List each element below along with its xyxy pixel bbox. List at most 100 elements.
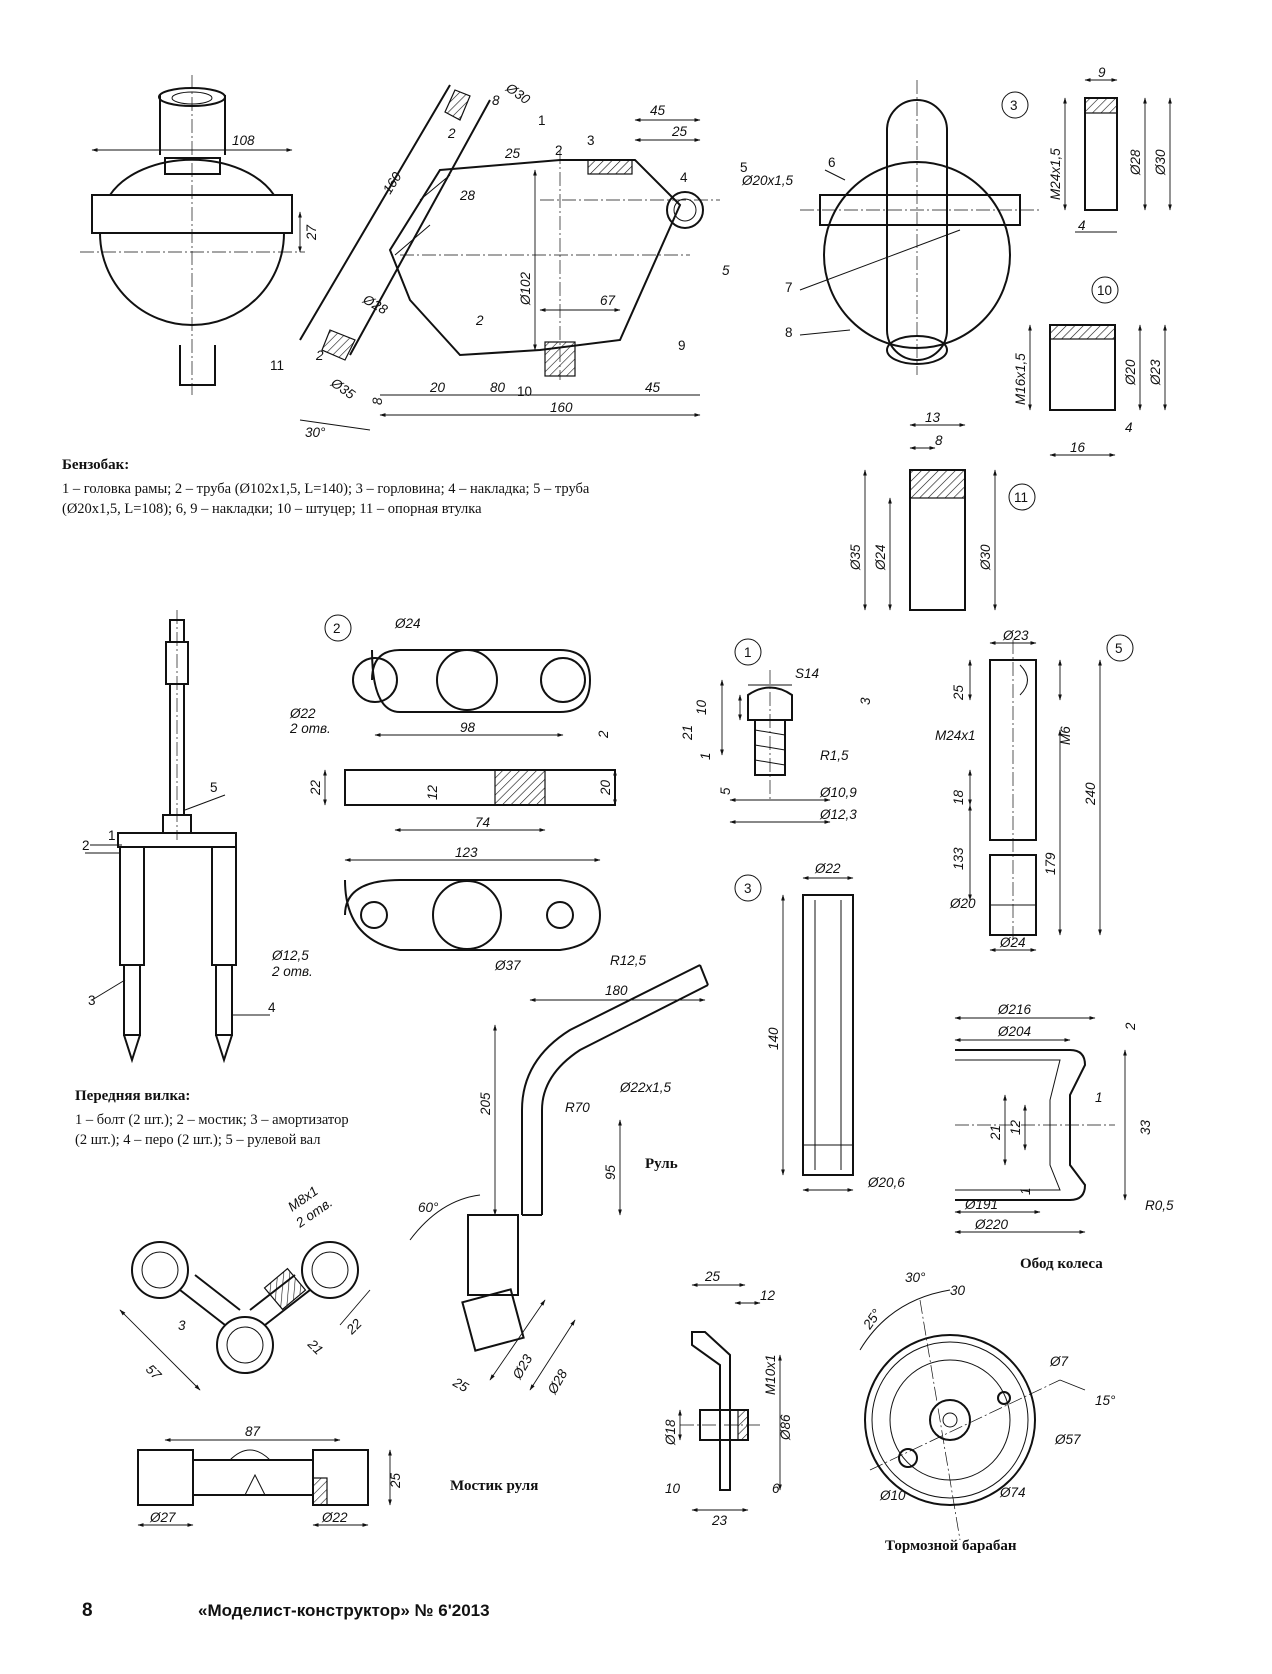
drum-dim-d18: Ø18 — [663, 1419, 678, 1446]
side-dim-25: 25 — [504, 146, 521, 161]
side-dim-8b: 8 — [370, 397, 385, 405]
bar-dim-d22x1-5: Ø22x1,5 — [619, 1080, 672, 1095]
b2-dim-d12-5: Ø12,5 — [271, 948, 309, 963]
detail-3-label: 3 — [1010, 98, 1018, 113]
bolt-dim-d10-9: Ø10,9 — [819, 785, 857, 800]
side-dim-d35: Ø35 — [327, 375, 358, 403]
bar-dim-205: 205 — [478, 1092, 493, 1116]
hb-dim-87: 87 — [245, 1424, 261, 1439]
d11-dim-d24: Ø24 — [873, 544, 888, 571]
shock-dim-d20-6: Ø20,6 — [867, 1175, 905, 1190]
brake-drum: 25 12 M10x1 Ø18 Ø86 10 6 23 30° 30 25° Ø… — [663, 1269, 1116, 1554]
side-dim-2a: 2 — [447, 126, 456, 141]
side-dim-2b: 2 — [475, 313, 484, 328]
fuel-tank-caption-line1: 1 – головка рамы; 2 – труба (Ø102х1,5, L… — [62, 481, 590, 497]
side-dim-d28: Ø28 — [360, 291, 391, 317]
d11-dim-d35: Ø35 — [848, 544, 863, 571]
b2-dim-12: 12 — [425, 784, 440, 800]
b2-dim-d22: Ø22 — [289, 706, 316, 721]
rim-dim-33: 33 — [1138, 1119, 1153, 1135]
drum-dim-15deg: 15° — [1095, 1393, 1116, 1408]
hb-dim-25b: 25 — [388, 1472, 403, 1489]
d11-dim-d30: Ø30 — [978, 544, 993, 571]
side-ref-10: 10 — [517, 384, 532, 399]
rim-dim-1b: 1 — [1018, 1187, 1033, 1195]
side-dim-30deg: 30° — [305, 425, 326, 440]
shaft-dim-133: 133 — [951, 847, 966, 870]
drum-dim-d7: Ø7 — [1049, 1354, 1069, 1369]
detail-10-label: 10 — [1097, 283, 1112, 298]
tank-width-dim: 108 — [232, 133, 255, 148]
shaft5-label: 5 — [1115, 641, 1123, 656]
shock-absorber-part-3: 3 Ø22 140 Ø20,6 — [734, 861, 905, 1192]
shaft-dim-179: 179 — [1043, 852, 1058, 875]
b2-dim-74: 74 — [475, 815, 490, 830]
side-dim-2c: 2 — [315, 348, 324, 363]
b2-dim-98: 98 — [460, 720, 476, 735]
fork-ref-1: 1 — [108, 828, 116, 843]
bolt-dim-3: 3 — [858, 697, 873, 705]
rim-dim-d220: Ø220 — [974, 1217, 1009, 1232]
tank-detail-3: 3 9 M24x1,5 Ø28 Ø30 4 — [1001, 65, 1172, 233]
hb-dim-25: 25 — [450, 1374, 472, 1395]
b2-dim-d37: Ø37 — [494, 958, 521, 973]
drum-dim-d86: Ø86 — [778, 1414, 793, 1441]
shaft-dim-18: 18 — [951, 789, 966, 805]
b2-dim-22: 22 — [308, 779, 323, 796]
bar-dim-180: 180 — [605, 983, 628, 998]
drum-dim-m10x1: M10x1 — [763, 1354, 778, 1395]
drum-dim-25deg: 25° — [860, 1306, 885, 1333]
hb-dim-57: 57 — [143, 1362, 165, 1384]
top-ref-6: 6 — [828, 155, 836, 170]
d3-dim-m24: M24x1,5 — [1048, 148, 1063, 200]
shaft-dim-m6: M6 — [1058, 726, 1073, 745]
side-dim-20: 20 — [429, 380, 446, 395]
side-dim-d30: Ø30 — [502, 80, 533, 108]
shaft-dim-d23: Ø23 — [1002, 628, 1029, 643]
b2-dim-2-holes: 2 отв. — [289, 721, 331, 736]
side-ref-1: 1 — [538, 113, 546, 128]
side-ref-3: 3 — [587, 133, 595, 148]
drum-dim-25: 25 — [704, 1269, 721, 1284]
fork-ref-4: 4 — [268, 1000, 276, 1015]
front-fork-caption-line1: 1 – болт (2 шт.); 2 – мостик; 3 – аморти… — [75, 1112, 349, 1128]
drum-dim-6: 6 — [772, 1481, 780, 1496]
drum-dim-30deg: 30° — [905, 1270, 926, 1285]
rim-dim-d216: Ø216 — [997, 1002, 1032, 1017]
drum-dim-d10: Ø10 — [879, 1488, 906, 1503]
hb-dim-d22: Ø22 — [321, 1510, 348, 1525]
bridge2-label: 2 — [333, 621, 341, 636]
shaft-dim-25: 25 — [951, 684, 966, 701]
side-dim-d20: Ø20x1,5 — [741, 173, 794, 188]
d3-dim-4: 4 — [1078, 218, 1086, 233]
handlebar-bridge-title: Мостик руля — [450, 1478, 538, 1494]
fuel-tank-front-view: 108 27 — [80, 75, 319, 395]
top-ref-7: 7 — [785, 280, 793, 295]
rim-dim-d204: Ø204 — [997, 1024, 1031, 1039]
d10-dim-16: 16 — [1070, 440, 1086, 455]
d11-dim-13: 13 — [925, 410, 941, 425]
side-ref-2: 2 — [555, 143, 563, 158]
wheel-rim: Ø216 2 Ø204 1 21 12 33 Ø191 1 R0,5 Ø220 … — [954, 1002, 1174, 1272]
detail-11-label: 11 — [1014, 490, 1028, 505]
bolt-dim-5: 5 — [718, 787, 733, 795]
hb-dim-60deg: 60° — [418, 1200, 439, 1215]
side-ref-9: 9 — [678, 338, 686, 353]
top-ref-8: 8 — [785, 325, 793, 340]
shock-dim-d22: Ø22 — [814, 861, 841, 876]
hb-dim-22: 22 — [343, 1316, 365, 1338]
steering-shaft-part-5: 5 Ø23 25 M24x1 M6 240 18 133 179 Ø20 Ø24 — [935, 628, 1134, 952]
magazine-footer: «Моделист-конструктор» № 6'2013 — [198, 1601, 490, 1620]
fork-ref-3: 3 — [88, 993, 96, 1008]
fuel-tank-side-section: Ø30 8 2 25 1 2 3 45 25 4 5 Ø20x1,5 160 2… — [270, 80, 794, 440]
bolt-dim-10: 10 — [694, 699, 709, 715]
bridge-part-2: 2 Ø24 Ø22 2 отв. 98 2 22 12 20 74 123 Ø1… — [271, 614, 647, 979]
shaft-dim-d24: Ø24 — [999, 935, 1026, 950]
shaft-dim-m24x1: M24x1 — [935, 728, 976, 743]
handlebar-title: Руль — [645, 1156, 678, 1172]
side-ref-5: 5 — [740, 160, 748, 175]
d10-dim-m16: M16x1,5 — [1013, 353, 1028, 405]
rim-dim-r0-5: R0,5 — [1145, 1198, 1174, 1213]
page-number: 8 — [82, 1600, 93, 1621]
side-dim-28: 28 — [459, 188, 476, 203]
